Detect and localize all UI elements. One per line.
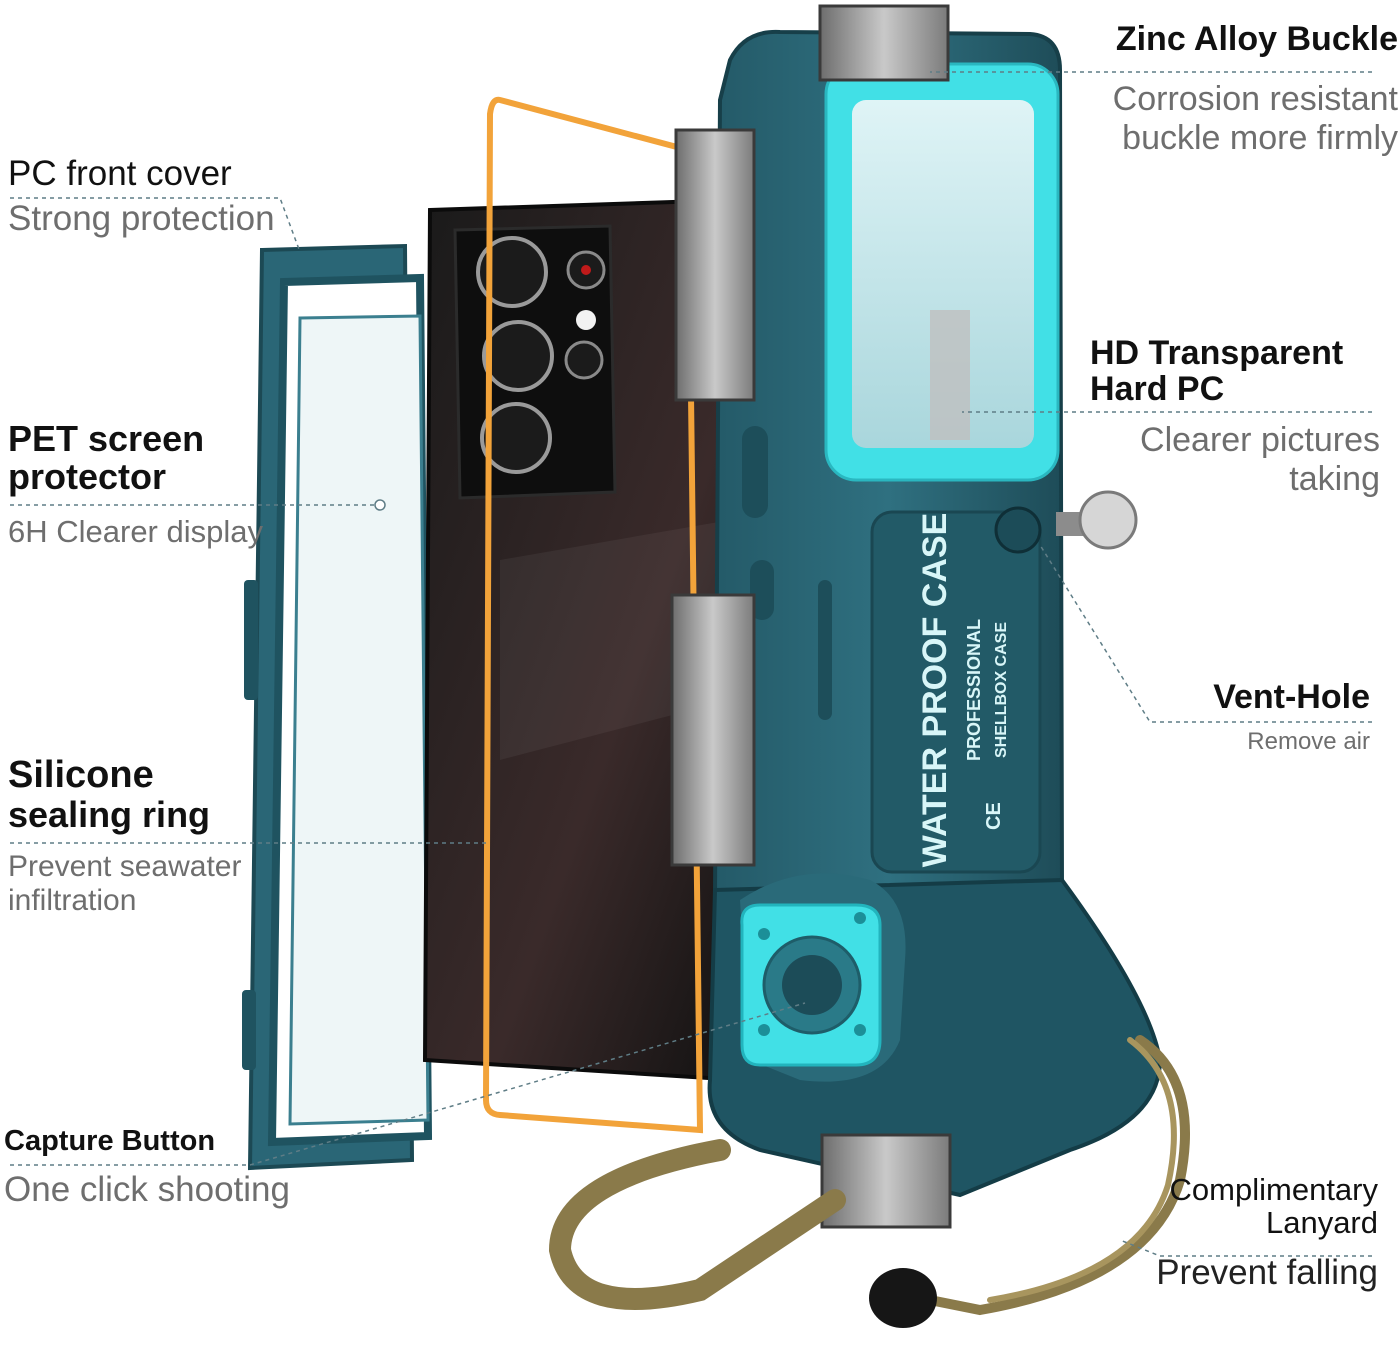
ce-mark: CE [983,802,1005,830]
hd-title-1: HD Transparent [1090,334,1344,372]
pc-front-cover [242,243,433,1171]
callout-pet-screen-protector: PET screen protector 6H Clearer display [8,420,268,549]
silicone-desc-1: Prevent seawater [8,849,242,883]
callout-vent-hole: Vent-Hole Remove air [1150,678,1370,755]
hd-transparent-window [824,62,1060,482]
zinc-desc-1: Corrosion resistant [1112,79,1398,118]
lanyard [548,1035,1190,1328]
hd-desc-2: taking [1289,460,1380,499]
callout-hd-transparent: HD Transparent Hard PC Clearer pictures … [1090,334,1380,500]
hd-desc-1: Clearer pictures [1140,421,1380,460]
zinc-desc-2: buckle more firmly [1122,118,1398,157]
capture-desc: One click shooting [4,1170,290,1210]
zinc-title: Zinc Alloy Buckle [1115,20,1398,58]
label-main: WATER PROOF CASE [916,513,954,868]
capture-title: Capture Button [4,1125,216,1157]
label-brand: SHELLBOX CASE [993,622,1010,758]
pet-title-2: protector [8,455,167,497]
label-sub: PROFESSIONAL [964,619,984,761]
silicone-title-2: sealing ring [8,793,211,835]
silicone-title-1: Silicone [8,754,154,796]
zinc-alloy-buckle [670,4,952,1229]
pc-front-desc: Strong protection [8,198,275,238]
vent-hole-screw [994,490,1138,554]
case-printed-label: WATER PROOF CASE PROFESSIONAL SHELLBOX C… [916,513,1010,868]
lanyard-desc: Prevent falling [1156,1253,1378,1293]
lanyard-title-2: Lanyard [1265,1204,1378,1240]
silicone-sealing-ring [482,96,704,1134]
pc-front-title: PC front cover [8,154,232,193]
callout-capture-button: Capture Button One click shooting [4,1126,294,1211]
pet-title-1: PET screen [8,418,205,459]
capture-button [740,903,882,1067]
callout-silicone-sealing-ring: Silicone sealing ring Prevent seawater i… [8,754,308,919]
vent-desc: Remove air [1247,727,1370,755]
callout-lanyard: Complimentary Lanyard Prevent falling [1130,1172,1378,1293]
callout-pc-front-cover: PC front cover Strong protection [8,154,308,239]
vent-title: Vent-Hole [1213,678,1370,716]
callout-zinc-alloy-buckle: Zinc Alloy Buckle Corrosion resistant bu… [1080,20,1398,158]
silicone-desc-2: infiltration [8,884,137,918]
lanyard-title-1: Complimentary [1169,1172,1378,1207]
pet-desc: 6H Clearer display [8,513,263,549]
hd-title-2: Hard PC [1090,369,1225,408]
callout-pointers [10,71,1372,1257]
